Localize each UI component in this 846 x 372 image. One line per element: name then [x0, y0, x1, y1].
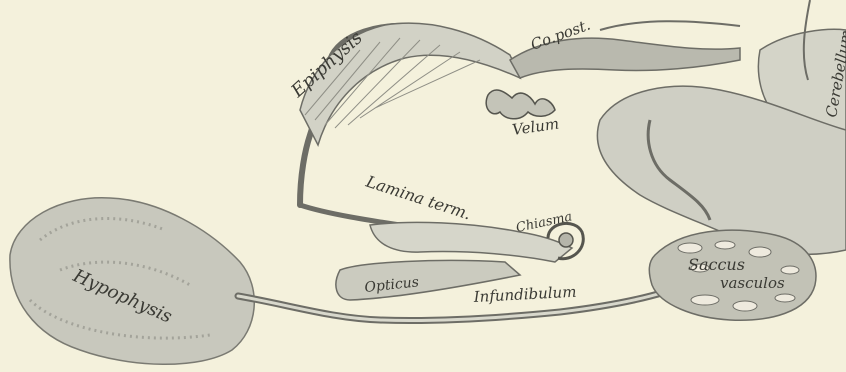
label-lamina-term: Lamina term. — [363, 171, 474, 223]
velum-folds — [486, 90, 555, 119]
label-chiasma: Chiasma — [515, 209, 574, 236]
hypophysis-shape — [10, 198, 254, 365]
label-vasculos: vasculos — [720, 274, 785, 292]
commissura-posterior-arc — [600, 21, 740, 30]
label-infundibulum: Infundibulum — [472, 283, 577, 306]
label-saccus: Saccus — [688, 255, 745, 274]
chiasma-center — [559, 233, 573, 247]
epiphysis-shape — [300, 23, 520, 145]
